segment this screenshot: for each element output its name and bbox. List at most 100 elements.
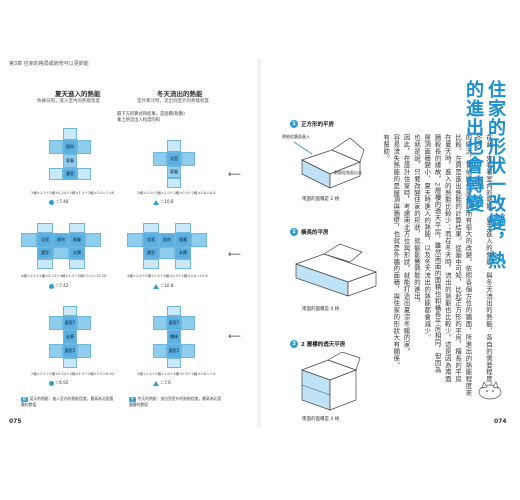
room-bath: 浴室 (167, 152, 181, 166)
summer-formula-1: 2格×1.2＋2格×0.24＋2格×1.5＋2格×2.0＝7.48 (31, 191, 115, 195)
room-hall: 走廊 (63, 330, 77, 344)
winter-formula-3: 2格×1.0＋2格×1.0＋4格×0.5＋2格×0.8＝7.6 (137, 372, 216, 376)
shape-caption-2: 南面的面積是 4 格 (302, 307, 340, 312)
plan-cell (143, 223, 159, 233)
summer-result-1: ＝7.48 (49, 199, 69, 205)
number-2-icon: 2 (290, 228, 298, 236)
book-spine (256, 58, 262, 428)
heat-out-icon (153, 199, 159, 205)
heat-out-icon (153, 283, 159, 289)
room-bed2-2: 寢室2 (167, 344, 181, 358)
plan-cell (37, 259, 53, 269)
heat-out-label: 熱能從南面出去 (334, 170, 362, 175)
room-living: 客廳 (63, 154, 77, 168)
page-number-left: 075 (9, 418, 22, 425)
shape-caption-3: 南面的面積是 4 格 (302, 417, 340, 422)
room-bath-2: 浴室 (37, 233, 53, 247)
plan-cell (181, 152, 195, 166)
winter-heat-title: 冬天流出的熱能 (157, 90, 203, 98)
plan-cell (175, 223, 191, 233)
room-entry-2: 玄關 (175, 247, 191, 259)
winter-formula-1: 2格×1.0＋2格×1.0＋2格×0.5＋2格×0.8＝6.6 (137, 191, 216, 195)
plan-cell (49, 344, 63, 358)
two-storey-house-diagram (300, 352, 361, 411)
winter-result-1: ＝10.8 (153, 199, 174, 205)
plan-cell (63, 128, 77, 140)
summer-badge-icon: 夏 (21, 397, 28, 402)
plan-cell (181, 344, 195, 358)
summer-result-3: ＝6.92 (49, 380, 69, 386)
winter-formula-2: 4格×1.0＋2格×1.0＋4格×0.5＋2格×0.8＝10.6 (127, 274, 208, 278)
plan-cell (77, 140, 91, 154)
room-kitchen-2: 廚房 (53, 233, 69, 247)
plan-cell (49, 140, 63, 154)
summer-heat-subtitle: 依據日照，進入室內的熱能程度 (37, 99, 100, 104)
plan-cell (191, 233, 207, 247)
plan-cell (69, 223, 85, 233)
summer-formula-2: 4格×1.2＋2格×0.24＋4格×1.5＋2格×2.0＝10.28 (21, 274, 107, 278)
plan-cell (77, 168, 91, 180)
plan-cell (77, 316, 91, 330)
plan-cell (167, 178, 181, 188)
plan-cell (159, 247, 175, 259)
room-entry: 玄關 (69, 247, 85, 259)
wide-house-diagram (294, 243, 378, 297)
legend-summer: 夏夏天的熱能：進入室內的熱能程度，最高為北面牆體的數值 (21, 396, 114, 407)
winter-result-2: ＝10.8 (153, 283, 174, 289)
plan-cell (69, 259, 85, 269)
cat-icon (478, 381, 502, 400)
heat-in-icon (49, 199, 54, 205)
summer-formula-3: 2格×1.2＋2格×0.24＋4格×1.5＋2格×2.0＝6.92 (31, 372, 115, 376)
plan-cell (153, 344, 167, 358)
plan-cell (175, 259, 191, 269)
chapter-header: 第3章 住家的格局或裝修可以更節能 (9, 61, 89, 67)
plan-cell (153, 152, 167, 166)
plan-cell (63, 306, 77, 316)
room-bath-3: 浴室 (143, 233, 159, 247)
square-house-diagram (293, 137, 365, 189)
room-stair: 樓梯 (167, 330, 181, 344)
page-title: 住家的形狀一改變，熱的進出也會轉變 (463, 80, 506, 270)
room-living-3: 客廳 (69, 233, 85, 247)
room-kitchen: 廚房 (63, 140, 77, 154)
shape-caption-1: 南面的面積是 2 格 (302, 197, 340, 202)
page-number-right: 074 (494, 418, 507, 425)
plan-cell (77, 344, 91, 358)
plan-cell (63, 358, 77, 368)
winter-heat-subtitle: 室外寒冷時，流出到室外的熱能程度 (137, 99, 209, 104)
room-bed-2: 寢室 (37, 247, 53, 259)
plan-cell (127, 233, 143, 247)
plan-cell (37, 223, 53, 233)
plan-cell (153, 316, 167, 330)
winter-result-3: ＝7.6 (153, 380, 171, 386)
summer-heat-title: 夏天進入的熱能 (55, 90, 101, 98)
room-bed: 寢室 (63, 168, 77, 180)
left-page: 第3章 住家的格局或裝修可以更節能 夏天進入的熱能 依據日照，進入室內的熱能程度… (7, 58, 255, 428)
room-bed1: 寢室1 (63, 316, 77, 330)
plan-cell (167, 140, 181, 152)
plan-cell (167, 306, 181, 316)
number-1-icon: 1 (290, 120, 298, 128)
legend-winter: 冬冬天的熱能：流出到室外的熱能程度，最高為北面牆體的數值 (129, 396, 222, 407)
heat-in-icon (49, 380, 54, 386)
winter-badge-icon: 冬 (129, 397, 136, 402)
heat-in-label: 熱能從牆面進入 (282, 134, 310, 139)
heat-in-icon (49, 283, 54, 289)
room-living-4: 客廳 (175, 233, 191, 247)
room-kitchen-3: 廚房 (159, 233, 175, 247)
plan-cell (53, 247, 69, 259)
room-bed1-2: 寢室1 (167, 316, 181, 330)
number-3-icon: 3 (290, 340, 298, 348)
room-bed-3: 寢室 (143, 247, 159, 259)
plan-cell (49, 316, 63, 330)
plan-cell (85, 233, 101, 247)
plan-cell (21, 233, 37, 247)
plan-cell (167, 358, 181, 368)
calculation-note: 最下方的算式和結果，是面積(稅數)乘上熱流出入程度的和 (117, 112, 185, 123)
summer-result-2: ＝7.42 (49, 283, 69, 289)
room-bed2: 寢室2 (63, 344, 77, 358)
left-arrow-icon: ⟵ (228, 250, 241, 260)
